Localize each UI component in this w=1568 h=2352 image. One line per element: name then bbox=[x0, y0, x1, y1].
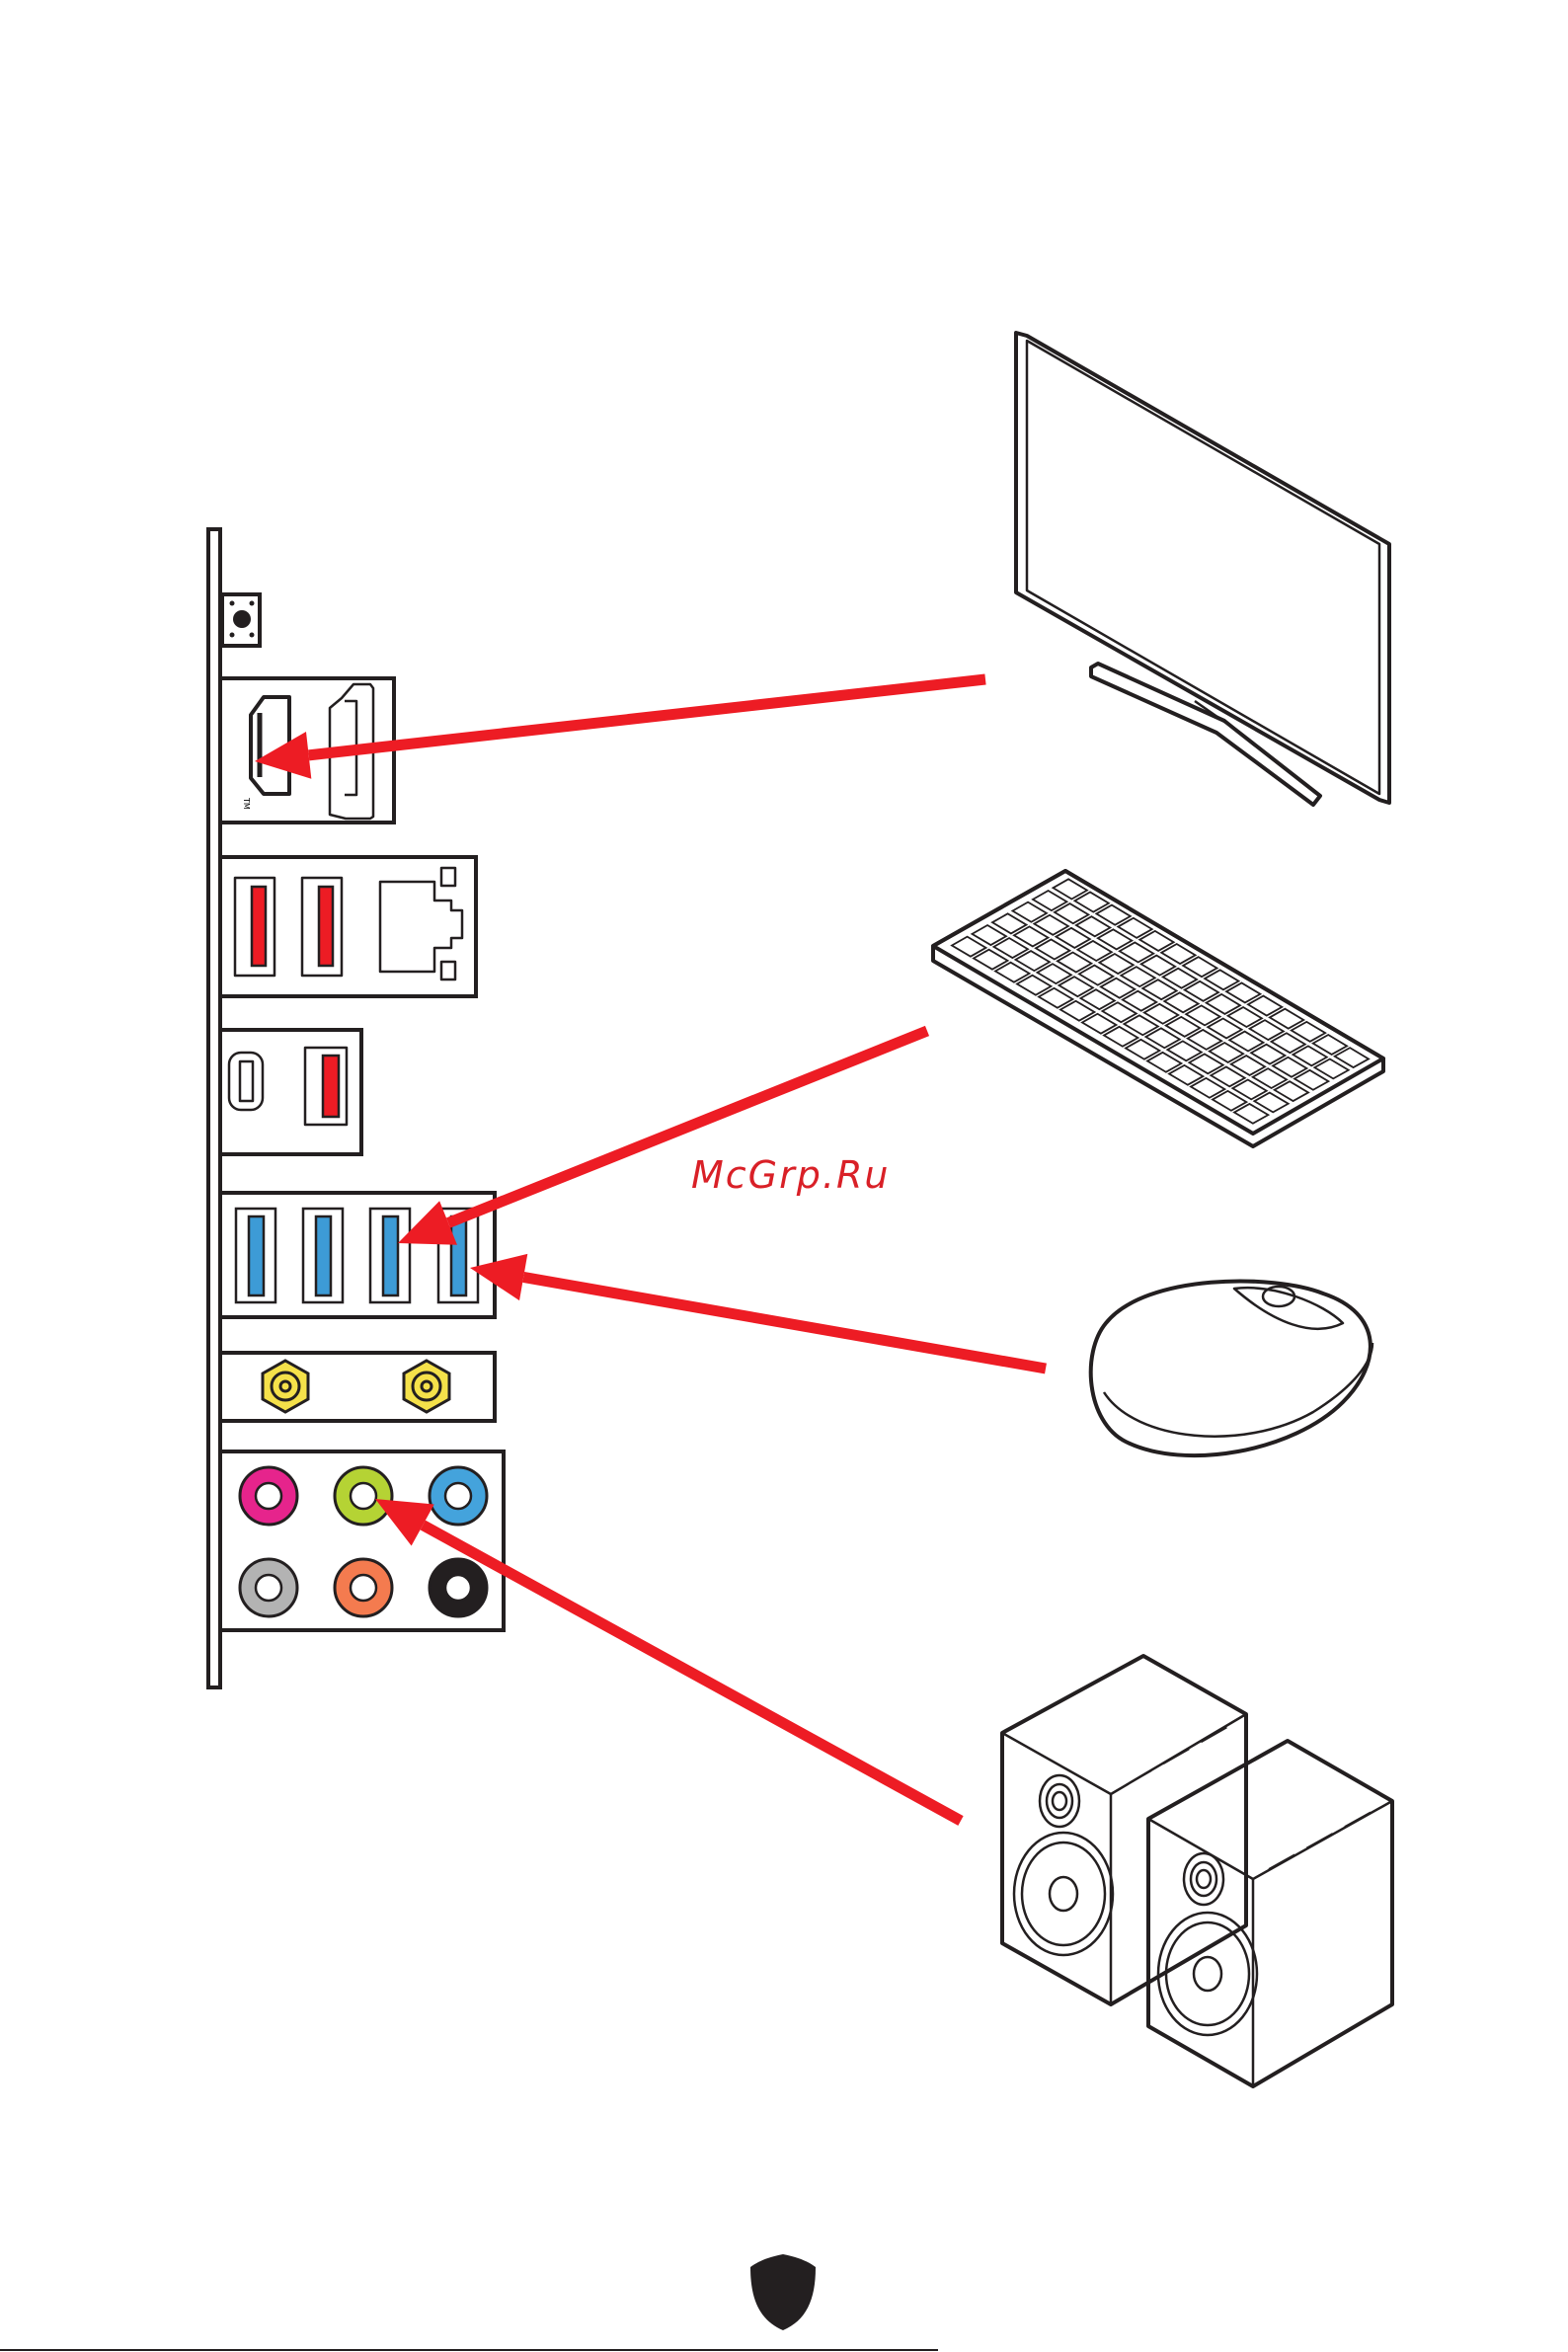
connection-arrow-speakers bbox=[423, 1525, 961, 1821]
usb-red-slot bbox=[319, 887, 333, 966]
usb-lan-block bbox=[220, 857, 476, 996]
speakers bbox=[1002, 1656, 1392, 2086]
watermark: McGrp.Ru bbox=[691, 1153, 890, 1197]
usb-blue-block bbox=[220, 1193, 495, 1317]
usb-red-slot bbox=[323, 1056, 339, 1117]
keyboard bbox=[933, 871, 1383, 1146]
usb-blue-slot bbox=[451, 1216, 466, 1295]
monitor bbox=[1016, 333, 1389, 805]
audio-jack-hole bbox=[256, 1575, 281, 1601]
speaker-left bbox=[1002, 1656, 1246, 2004]
antenna-connector bbox=[404, 1361, 449, 1412]
usb-blue-slot bbox=[316, 1216, 331, 1295]
usb-blue-slot bbox=[383, 1216, 398, 1295]
audio-jack-hole bbox=[256, 1483, 281, 1509]
audio-jack-hole bbox=[351, 1483, 376, 1509]
audio-jack-hole bbox=[445, 1483, 471, 1509]
usb-red-slot bbox=[252, 887, 266, 966]
hdmi-trademark: TM bbox=[242, 797, 251, 810]
mouse bbox=[1091, 1282, 1372, 1456]
speaker-right bbox=[1148, 1741, 1392, 2086]
msi-shield-logo bbox=[750, 2254, 816, 2330]
usb-blue-slot bbox=[249, 1216, 264, 1295]
usbc-block bbox=[220, 1030, 361, 1154]
connection-arrow-monitor bbox=[309, 679, 985, 755]
antenna-block bbox=[220, 1353, 495, 1421]
io-panel: TM bbox=[208, 529, 504, 1687]
clear-cmos-button bbox=[222, 594, 260, 646]
connection-arrow-mouse bbox=[523, 1277, 1046, 1369]
antenna-connector bbox=[263, 1361, 308, 1412]
audio-jack-hole bbox=[445, 1575, 471, 1601]
audio-jack-hole bbox=[351, 1575, 376, 1601]
